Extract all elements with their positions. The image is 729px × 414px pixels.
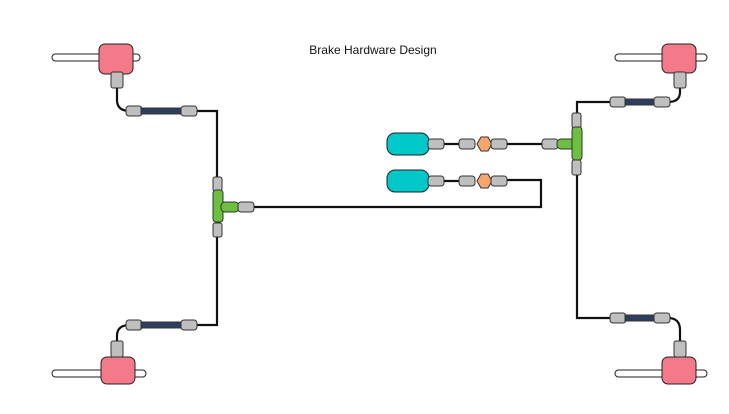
tee-fitting-side [541,138,559,150]
diagram-title: Brake Hardware Design [309,43,436,57]
proportioning-valve [476,136,493,152]
caliper [100,356,136,385]
line-right-rear [575,175,610,320]
line-left-front [196,109,219,186]
tee-body [571,126,583,161]
master-cylinder-reservoir [386,169,430,193]
valve-fitting [458,175,476,187]
mc-fitting [427,138,445,150]
tee-fitting-bottom [571,159,582,176]
brake-hose [624,314,656,322]
caliper-fitting [673,71,687,89]
master-cylinder-lower [386,169,508,193]
hose-fitting [180,105,198,117]
brake-lines [115,86,682,345]
master-cylinder-reservoir [386,132,430,156]
tee-fitting-side [237,201,255,213]
hose-fitting [180,319,198,331]
caliper [98,43,134,75]
caliper-fitting [673,340,687,358]
valve-fitting [490,175,508,187]
hose-fitting [653,96,671,108]
valve-fitting [490,138,508,150]
caliper-fitting [110,71,124,89]
caliper-fitting [110,340,124,358]
caliper [661,356,697,385]
mc-fitting [427,175,445,187]
brake-hose [624,98,656,106]
hose-fitting [609,312,627,324]
brake-hose [140,321,183,329]
left-rear-wheel [51,319,198,385]
master-cylinder-upper [386,132,508,156]
tee-branch [220,201,240,213]
proportioning-valve [476,173,493,189]
tee-fitting-bottom [212,222,223,238]
caliper [661,43,697,74]
right-rear-wheel [609,312,708,385]
hose-fitting [125,105,143,117]
line-left-rear [196,231,219,327]
brake-hose [140,107,183,115]
left-front-wheel [51,43,198,117]
tee-fitting-top [212,176,223,192]
right-tee [541,112,583,176]
hose-fitting [125,319,143,331]
valve-fitting [458,138,476,150]
left-tee [212,176,255,238]
line-left-circuit [252,178,543,209]
tee-fitting-top [571,112,582,129]
hose-fitting [653,312,671,324]
line-right-front [575,100,610,124]
right-front-wheel [609,43,708,108]
hose-fitting [609,96,627,108]
